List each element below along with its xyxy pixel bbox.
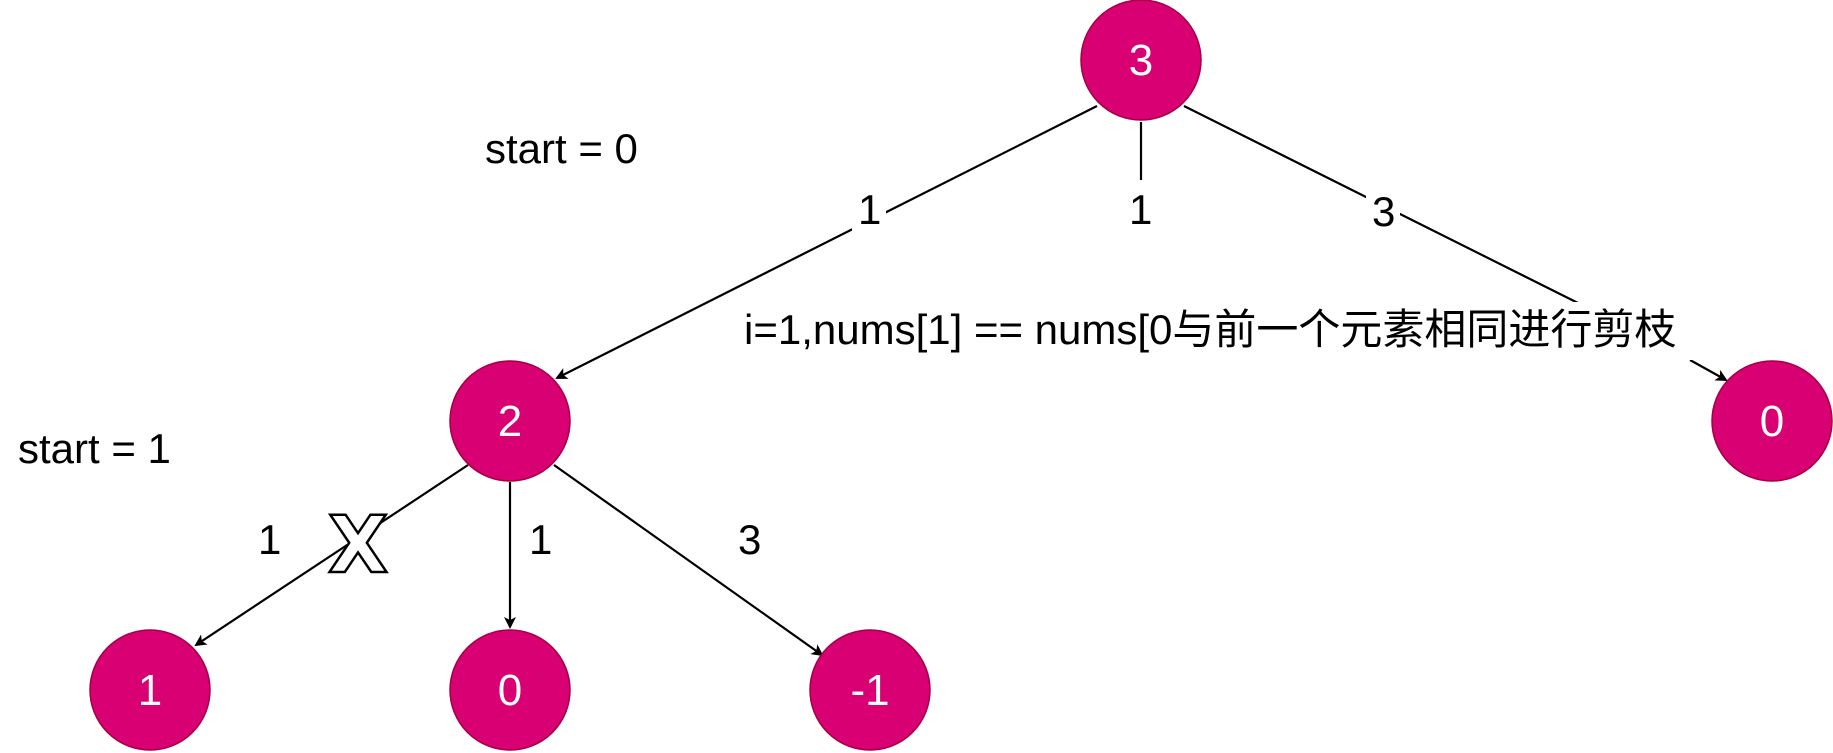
node-left-mid-value: 0	[498, 666, 522, 715]
prune-note-bg	[742, 302, 1808, 360]
node-root-value: 3	[1129, 36, 1153, 85]
edge-label-root-mid: 1	[1129, 186, 1152, 233]
node-left-left-value: 1	[138, 666, 162, 715]
node-root: 3	[1080, 0, 1202, 121]
node-left-right-value: -1	[850, 666, 889, 715]
prune-note: i=1,nums[1] == nums[0与前一个元素相同进行剪枝	[744, 306, 1676, 353]
edge-label-root-right: 3	[1372, 188, 1395, 235]
pruned-cross-mark: X	[328, 501, 388, 591]
edge-label-left-lm: 1	[529, 516, 552, 563]
node-right: 0	[1711, 360, 1833, 482]
node-left-value: 2	[498, 397, 522, 446]
edge-root-to-left	[555, 105, 1098, 379]
node-left-mid: 0	[449, 629, 571, 751]
node-left-left: 1	[89, 629, 211, 751]
edge-label-left-lr: 3	[738, 516, 761, 563]
edge-label-bg-root-left	[852, 186, 886, 232]
node-left-right: -1	[809, 629, 931, 751]
edge-left-to-lr	[553, 464, 824, 657]
edge-root-to-right-arrow	[1689, 359, 1728, 381]
edge-label-bg-root-right	[1366, 186, 1400, 232]
edge-left-to-ll	[194, 464, 469, 647]
node-left: 2	[449, 360, 571, 482]
edge-label-left-ll: 1	[258, 516, 281, 563]
start-label-depth-1: start = 1	[18, 425, 171, 472]
edge-label-bg-root-mid	[1124, 184, 1158, 230]
edge-label-root-left: 1	[858, 186, 881, 233]
node-right-value: 0	[1760, 397, 1784, 446]
start-label-depth-0: start = 0	[485, 125, 638, 172]
